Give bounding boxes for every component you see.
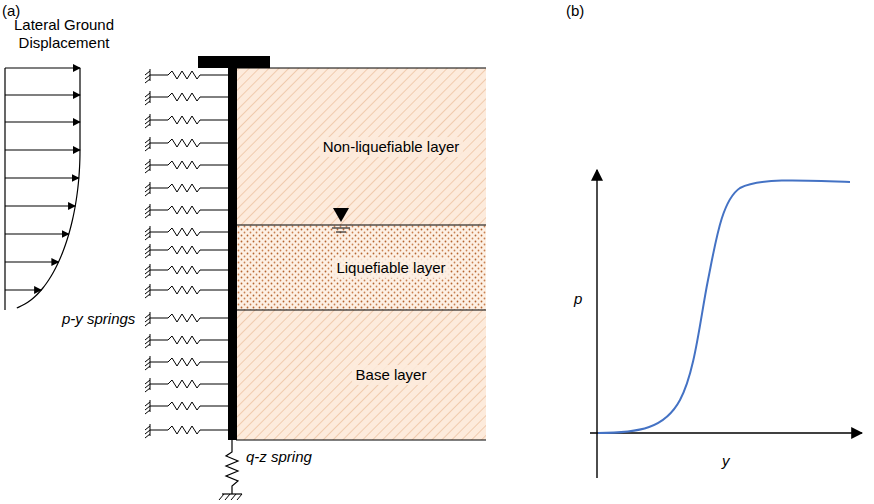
displacement-profile: [5, 68, 80, 310]
soil-layer-band: Base layer: [238, 312, 484, 438]
p-y-curve: [598, 180, 850, 433]
soil-layer-band: Non-liquefiable layer: [238, 70, 484, 223]
pile-cap: [198, 56, 270, 68]
displacement-label: Lateral Ground Displacement: [4, 16, 124, 52]
pile: [228, 62, 237, 440]
q-z-spring: [219, 440, 242, 500]
soil-band: [236, 225, 486, 310]
soil-layer-band: Liquefiable layer: [238, 228, 484, 308]
panel-letter: (a): [2, 2, 20, 20]
water-table-symbol: [332, 208, 350, 232]
spring-label: p-y springs: [62, 310, 135, 328]
layer-label: Liquefiable layer: [332, 258, 449, 278]
panel-letter: (b): [566, 2, 584, 20]
layer-label: Base layer: [352, 365, 431, 385]
p-y-curve-axes: [590, 170, 862, 478]
axis-label: y: [722, 452, 730, 470]
spring-label: q-z spring: [246, 448, 312, 466]
layer-boundaries: [236, 68, 486, 440]
layer-label: Non-liquefiable layer: [319, 137, 464, 157]
axis-label: p: [574, 290, 582, 308]
soil-band: [236, 310, 486, 440]
soil-band: [236, 68, 486, 225]
p-y-springs: [145, 69, 228, 438]
